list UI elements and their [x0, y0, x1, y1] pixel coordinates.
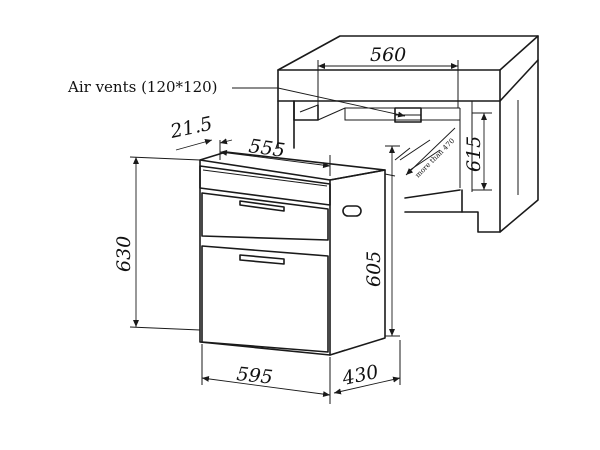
- dimension-body-width: 555: [219, 135, 331, 176]
- air-vents-label: Air vents (120*120): [67, 78, 218, 96]
- dimension-body-width-label: 555: [247, 135, 286, 162]
- dimension-depth-label: 430: [339, 361, 380, 390]
- dimension-cabinet-height: 615: [463, 112, 492, 191]
- appliance: [199, 151, 396, 356]
- upper-drawer: [201, 192, 329, 241]
- air-vents-callout: Air vents (120*120): [67, 78, 406, 118]
- dimension-cabinet-width-label: 560: [370, 44, 406, 66]
- dimension-more-than: more than 470: [405, 127, 457, 180]
- dimension-body-height-label: 605: [363, 251, 385, 287]
- dimension-panel-offset: 21.5: [167, 113, 233, 151]
- appliance-front: [199, 159, 331, 356]
- appliance-side: [329, 169, 386, 356]
- lower-drawer: [201, 245, 329, 353]
- dimension-panel-offset-label: 21.5: [167, 113, 214, 144]
- cabinet-top-slab: [277, 35, 539, 102]
- side-handle: [342, 205, 362, 217]
- dimension-total-height-label: 630: [113, 236, 135, 272]
- dimension-body-height: 605: [363, 145, 411, 337]
- dimension-total-height: 630: [113, 156, 201, 331]
- lower-drawer-handle: [239, 254, 285, 265]
- dimension-depth: 430: [333, 340, 401, 395]
- cabinet-plinth: [461, 189, 501, 233]
- dimension-front-width: 595: [201, 344, 331, 404]
- upper-drawer-handle: [239, 200, 285, 212]
- control-panel: [199, 165, 331, 206]
- more-than-label: more than 470: [414, 137, 457, 180]
- dimension-front-width-label: 595: [235, 363, 273, 389]
- dimension-cabinet-height-label: 615: [463, 136, 485, 172]
- cabinet-side-panel: [499, 59, 539, 233]
- dimension-cabinet-width: 560: [317, 44, 459, 108]
